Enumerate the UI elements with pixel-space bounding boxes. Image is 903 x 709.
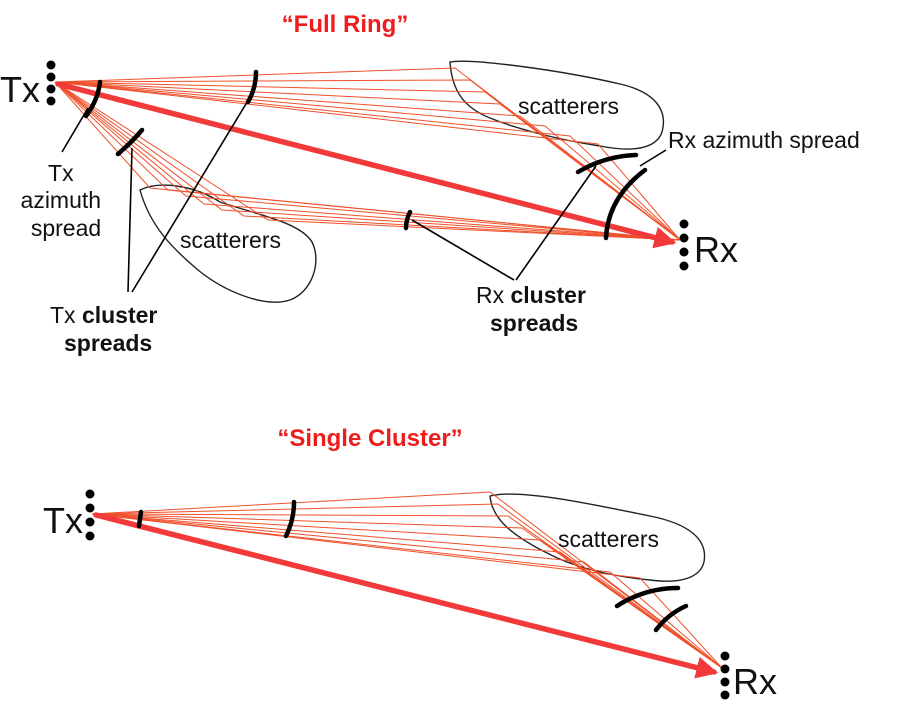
rx-azimuth-spread-arc bbox=[603, 167, 648, 241]
tx-spread-arc-single-small bbox=[136, 509, 144, 529]
rays-via-top-cluster bbox=[54, 67, 681, 241]
tx-spread-arc-single-large bbox=[283, 499, 297, 539]
tx-azimuth-spread-arc bbox=[83, 79, 103, 119]
rx-cluster-spread-arc-bottom bbox=[403, 209, 413, 231]
tx-label-full-ring: Tx bbox=[0, 69, 40, 110]
single-cluster-title: “Single Cluster” bbox=[277, 425, 462, 452]
scatterers-cluster-top bbox=[449, 60, 664, 150]
tx-cluster-spreads-leader-b bbox=[131, 93, 253, 293]
scatterers-label-single: scatterers bbox=[558, 526, 659, 552]
tx-cluster-spreads-label: Tx cluster bbox=[50, 302, 157, 328]
rx-cluster-spread-arc-top bbox=[575, 152, 639, 175]
rays-via-single-cluster bbox=[91, 491, 723, 669]
rx-azimuth-spread-leader bbox=[639, 149, 667, 167]
rx-cluster-spreads-label: Rx cluster bbox=[476, 282, 586, 308]
scatterers-label-bottom: scatterers bbox=[180, 227, 281, 253]
full-ring-panel: “Full Ring” bbox=[0, 11, 860, 356]
rx-cluster-spreads-leader-a bbox=[411, 219, 515, 281]
rx-cluster-spreads-leader-b bbox=[515, 165, 597, 281]
rx-label-single-cluster: Rx bbox=[733, 661, 777, 702]
tx-cluster-spreads-leader-a bbox=[127, 147, 133, 293]
tx-azimuth-spread-label: Tx azimuth spread bbox=[21, 160, 108, 241]
tx-cluster-spread-arc-lower bbox=[115, 127, 145, 157]
scatterers-label-top: scatterers bbox=[518, 93, 619, 119]
single-cluster-panel: “Single Cluster” bbox=[43, 425, 777, 702]
tx-label-single-cluster: Tx bbox=[43, 500, 83, 541]
full-ring-title: “Full Ring” bbox=[282, 11, 409, 38]
tx-antenna-array-full-ring bbox=[46, 60, 56, 106]
tx-azimuth-spread-leader bbox=[61, 107, 89, 153]
line-of-sight-arrow-single-cluster bbox=[93, 512, 719, 679]
scatterers-cluster-single bbox=[489, 493, 706, 582]
tx-antenna-array-single-cluster bbox=[85, 489, 95, 541]
rx-antenna-array-single-cluster bbox=[720, 651, 730, 700]
rx-spread-arc-single-outer bbox=[614, 585, 681, 609]
tx-cluster-spreads-label-line2: spreads bbox=[64, 330, 152, 356]
rx-azimuth-spread-label: Rx azimuth spread bbox=[668, 127, 860, 153]
rx-label-full-ring: Rx bbox=[694, 229, 738, 270]
rx-spread-arc-single-inner bbox=[653, 603, 689, 633]
rx-cluster-spreads-label-line2: spreads bbox=[490, 310, 578, 336]
rx-antenna-array-full-ring bbox=[679, 219, 689, 271]
line-of-sight-arrow-full-ring bbox=[55, 81, 677, 249]
